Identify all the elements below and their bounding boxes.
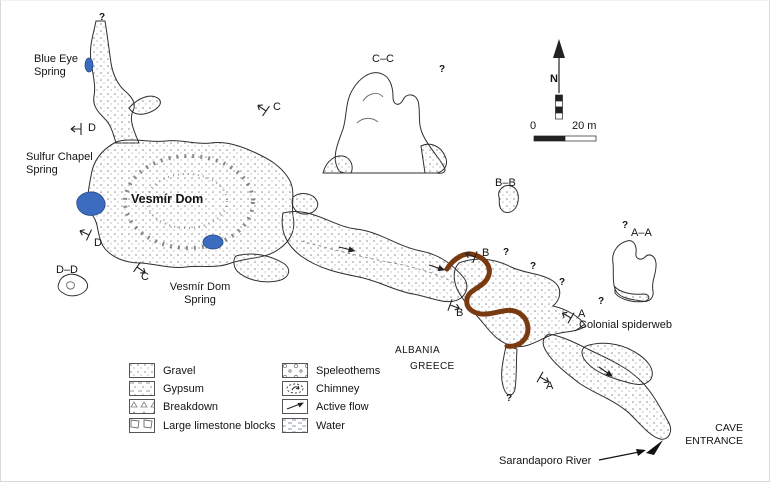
limestone-blocks-swatch	[129, 418, 155, 433]
section-letter-a-upper: A	[578, 308, 586, 320]
section-letter-c-lower: C	[141, 271, 149, 283]
cross-section-aa	[612, 240, 657, 303]
legend-label: Breakdown	[163, 400, 219, 413]
upper-passage	[90, 20, 140, 144]
albania-label: ALBANIA	[395, 345, 441, 356]
question-mark: ?	[622, 220, 629, 231]
legend-label: Chimney	[316, 382, 360, 395]
legend-item-gypsum: Gypsum	[129, 381, 204, 396]
vesmir-dom-spring-water	[202, 234, 224, 250]
section-letter-d-upper: D	[88, 122, 96, 134]
legend-item-speleothems: Speleothems	[282, 363, 380, 378]
vesmir-dom-spring-label: Vesmír Dom Spring	[169, 281, 231, 307]
entrance-arrow	[646, 440, 663, 455]
sulfur-chapel-spring-water	[76, 191, 106, 216]
blue-eye-spring-label: Blue Eye Spring	[34, 53, 79, 79]
legend-item-active-flow: Active flow	[282, 399, 369, 414]
sarandaporo-river-label: Sarandaporo River	[499, 455, 592, 467]
top-east-stub	[128, 95, 161, 115]
gypsum-swatch	[129, 381, 155, 396]
border-junction	[453, 258, 587, 348]
cross-section-dd	[57, 273, 89, 297]
spiderweb-pointer	[574, 323, 586, 332]
cave-outline-group	[87, 20, 672, 440]
south-spur	[501, 345, 518, 396]
question-mark: ?	[559, 277, 566, 288]
question-mark: ?	[506, 393, 513, 404]
cross-section-bb	[498, 185, 519, 213]
scale-zero-label: 0	[530, 120, 537, 132]
colonial-spiderweb-label: Colonial spiderweb	[579, 319, 672, 331]
north-label: N	[550, 73, 558, 85]
gravel-swatch	[129, 363, 155, 378]
chamber-north-bump	[291, 193, 319, 215]
legend-item-chimney: Chimney	[282, 381, 359, 396]
water-swatch	[282, 418, 308, 433]
section-tick-d-upper	[70, 122, 82, 136]
chamber-breakdown-ring	[123, 154, 255, 250]
passage-detail-line	[300, 240, 457, 285]
greece-label: GREECE	[410, 361, 455, 372]
section-letter-d-lower: D	[94, 237, 102, 249]
east-lobe	[581, 342, 653, 385]
section-title-dd: D–D	[56, 264, 79, 276]
section-letter-b-lower: B	[456, 307, 464, 319]
legend-label: Speleothems	[316, 364, 381, 377]
section-title-bb: B–B	[495, 177, 516, 189]
section-letter-a-lower: A	[546, 380, 554, 392]
legend-label: Gravel	[163, 364, 196, 377]
legend-label: Large limestone blocks	[163, 419, 276, 432]
section-tick-d-lower	[76, 224, 93, 241]
cave-entrance-label: CAVE ENTRANCE	[685, 422, 743, 447]
question-mark: ?	[530, 261, 537, 272]
legend-label: Gypsum	[163, 382, 204, 395]
section-title-cc: C–C	[372, 53, 395, 65]
legend-item-limestone-blocks: Large limestone blocks	[129, 418, 276, 433]
section-letter-b-upper: B	[482, 247, 490, 259]
vesmir-dom-label: Vesmír Dom	[131, 192, 204, 206]
question-mark: ?	[503, 247, 510, 258]
scale-max-label: 20 m	[572, 120, 597, 132]
legend-label: Water	[316, 419, 345, 432]
question-mark: ?	[99, 12, 106, 23]
active-flow-swatch	[282, 399, 308, 414]
river-arrow	[598, 449, 646, 461]
legend-item-water: Water	[282, 418, 345, 433]
section-letter-c-upper: C	[273, 101, 281, 113]
south-bulge	[233, 253, 290, 283]
springs-group	[76, 57, 224, 250]
blue-eye-spring-water	[84, 57, 94, 73]
sulfur-chapel-spring-label: Sulfur Chapel Spring	[26, 151, 93, 177]
legend-item-breakdown: Breakdown	[129, 399, 218, 414]
chimney-swatch	[282, 381, 308, 396]
cross-section-cc	[322, 72, 448, 174]
legend-label: Active flow	[316, 400, 369, 413]
section-tick-c-upper	[253, 99, 270, 117]
north-arrow	[553, 39, 565, 120]
scale-bar	[533, 135, 597, 142]
albania-greece-border	[444, 251, 531, 349]
east-passage	[281, 211, 468, 303]
legend-item-gravel: Gravel	[129, 363, 195, 378]
question-mark: ?	[439, 64, 446, 75]
speleothems-swatch	[282, 363, 308, 378]
section-title-aa: A–A	[631, 227, 652, 239]
breakdown-swatch	[129, 399, 155, 414]
chamber-inner-ring	[146, 173, 228, 229]
question-mark: ?	[598, 296, 605, 307]
